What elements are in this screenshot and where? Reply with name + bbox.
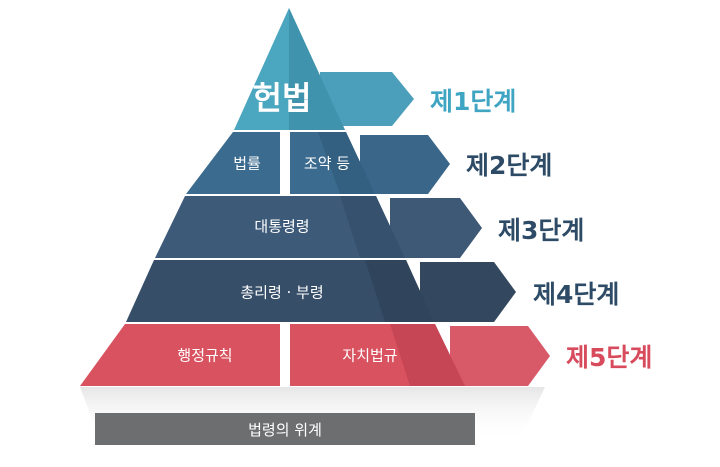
tier-1-shade <box>289 8 345 130</box>
tier-2-right-label: 조약 등 <box>303 154 351 173</box>
stage-4-label: 제4단계 <box>533 280 620 309</box>
stage-arrow-2 <box>360 135 450 194</box>
tier-4-shape <box>126 260 434 322</box>
caption-text: 법령의 위계 <box>248 420 322 439</box>
tier-4-label: 총리령 · 부령 <box>240 283 324 302</box>
stage-arrow-1 <box>320 72 414 126</box>
stage-3-label: 제3단계 <box>498 216 585 245</box>
tier-3-shape <box>155 196 405 258</box>
stage-arrow-5 <box>450 326 550 386</box>
stage-arrow-3 <box>390 198 482 258</box>
caption-bar: 법령의 위계 <box>95 413 475 445</box>
tier-5-shade <box>390 324 465 386</box>
tier-5-right-label: 자치법규 <box>342 346 398 365</box>
tier-4-shade <box>365 260 434 322</box>
stage-arrow-4 <box>420 262 516 322</box>
tier-5-left-shape <box>80 324 280 386</box>
tier-5-left-label: 행정규칙 <box>177 346 233 365</box>
stage-1-label: 제1단계 <box>430 87 517 116</box>
tier-2-left-shape <box>186 132 280 194</box>
stage-2-label: 제2단계 <box>466 151 553 180</box>
tier-3-shade <box>340 196 405 258</box>
stage-5-label: 제5단계 <box>566 343 653 372</box>
tier-2-left-label: 법률 <box>233 154 261 173</box>
tier-1-label: 헌법 <box>252 79 312 117</box>
tier-2-shade <box>318 132 375 194</box>
tier-3-label: 대통령령 <box>254 217 310 236</box>
